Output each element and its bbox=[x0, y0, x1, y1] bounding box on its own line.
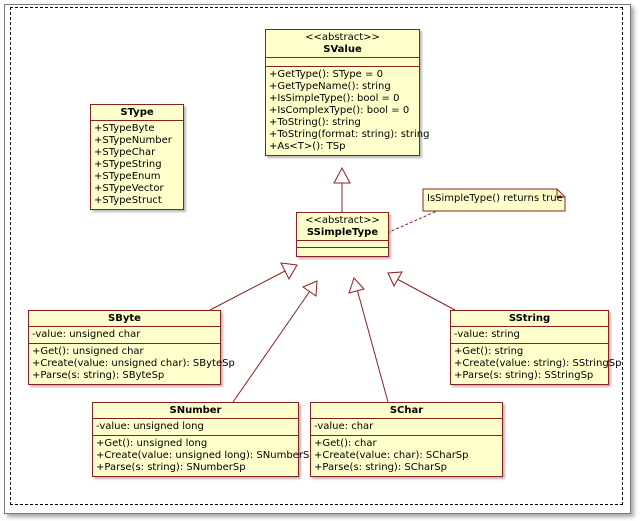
class-stype-name: SType bbox=[120, 107, 154, 118]
operation: +Create(value: char): SCharSp bbox=[314, 450, 469, 461]
class-ssimpletype[interactable]: <<abstract>> SSimpleType bbox=[296, 212, 389, 257]
class-schar-operations: +Get(): char +Create(value: char): SChar… bbox=[311, 435, 502, 476]
class-svalue-name: SValue bbox=[323, 44, 362, 55]
operation: +Parse(s: string): SStringSp bbox=[454, 370, 594, 381]
operation: +GetTypeName(): string bbox=[269, 81, 391, 92]
operation: +Get(): unsigned long bbox=[96, 438, 208, 449]
class-schar-attributes: -value: char bbox=[311, 418, 502, 435]
class-ssimpletype-operations bbox=[297, 247, 388, 256]
class-snumber-attributes: -value: unsigned long bbox=[93, 418, 298, 435]
class-ssimpletype-header: <<abstract>> SSimpleType bbox=[297, 213, 388, 240]
enum-literal: +STypeNumber bbox=[94, 135, 172, 146]
operation: +IsComplexType(): bool = 0 bbox=[269, 105, 410, 116]
class-sbyte-attributes: -value: unsigned char bbox=[29, 326, 220, 343]
class-snumber-header: SNumber bbox=[93, 403, 298, 418]
attribute: -value: char bbox=[314, 421, 374, 432]
generalization-sstring-ssimpletype bbox=[396, 278, 456, 311]
operation: +Get(): char bbox=[314, 438, 377, 449]
class-svalue[interactable]: <<abstract>> SValue +GetType(): SType = … bbox=[265, 29, 430, 156]
enum-literal: +STypeChar bbox=[94, 147, 156, 158]
class-sstring-name: SString bbox=[508, 313, 551, 324]
operation: +As<T>(): TSp bbox=[269, 141, 346, 152]
note-anchor-line bbox=[386, 210, 438, 234]
enum-literal: +STypeVector bbox=[94, 183, 164, 194]
class-svalue-operations: +GetType(): SType = 0 +GetTypeName(): st… bbox=[266, 66, 430, 155]
operation: +ToString(format: string): string bbox=[269, 129, 430, 140]
attribute: -value: unsigned long bbox=[96, 421, 204, 432]
class-sbyte-operations: +Get(): unsigned char +Create(value: uns… bbox=[29, 343, 235, 384]
class-svalue-stereotype: <<abstract>> bbox=[305, 32, 380, 43]
operation: +Parse(s: string): SCharSp bbox=[314, 462, 447, 473]
class-schar-name: SChar bbox=[389, 405, 424, 416]
class-snumber-name: SNumber bbox=[169, 405, 222, 416]
class-sstring-operations: +Get(): string +Create(value: string): S… bbox=[451, 343, 622, 384]
note-shape bbox=[422, 188, 566, 212]
class-ssimpletype-name: SSimpleType bbox=[306, 227, 379, 238]
operation: +ToString(): string bbox=[269, 117, 361, 128]
attribute: -value: unsigned char bbox=[32, 329, 141, 340]
arrowhead-sbyte bbox=[280, 262, 298, 281]
class-schar[interactable]: SChar -value: char +Get(): char +Create(… bbox=[310, 402, 503, 477]
arrowhead-schar bbox=[348, 277, 365, 294]
class-sstring-header: SString bbox=[451, 311, 608, 326]
class-stype[interactable]: SType +STypeByte +STypeNumber +STypeChar… bbox=[90, 104, 184, 210]
operation: +Create(value: unsigned long): SNumberSp bbox=[96, 450, 316, 461]
operation: +Get(): string bbox=[454, 346, 524, 357]
class-sbyte-name: SByte bbox=[108, 313, 141, 324]
class-sstring[interactable]: SString -value: string +Get(): string +C… bbox=[450, 310, 622, 385]
operation: +IsSimpleType(): bool = 0 bbox=[269, 93, 400, 104]
class-snumber-operations: +Get(): unsigned long +Create(value: uns… bbox=[93, 435, 316, 476]
generalization-schar-ssimpletype bbox=[356, 288, 389, 403]
enum-literal: +STypeByte bbox=[94, 123, 155, 134]
arrowhead-snumber bbox=[301, 280, 318, 297]
operation: +GetType(): SType = 0 bbox=[269, 69, 383, 80]
class-schar-header: SChar bbox=[311, 403, 502, 418]
generalization-snumber-ssimpletype bbox=[232, 290, 311, 403]
note-fold bbox=[556, 189, 565, 198]
diagram-canvas bbox=[10, 7, 623, 505]
operation: +Parse(s: string): SByteSp bbox=[32, 370, 165, 381]
enum-literal: +STypeEnum bbox=[94, 171, 161, 182]
class-sbyte[interactable]: SByte -value: unsigned char +Get(): unsi… bbox=[28, 310, 235, 385]
operation: +Parse(s: string): SNumberSp bbox=[96, 462, 246, 473]
operation: +Create(value: string): SStringSp bbox=[454, 358, 622, 369]
class-sbyte-header: SByte bbox=[29, 311, 220, 326]
class-snumber[interactable]: SNumber -value: unsigned long +Get(): un… bbox=[92, 402, 316, 477]
class-svalue-attributes bbox=[266, 57, 419, 66]
class-sstring-attributes: -value: string bbox=[451, 326, 608, 343]
class-stype-header: SType bbox=[91, 105, 183, 120]
class-svalue-header: <<abstract>> SValue bbox=[266, 30, 419, 57]
enum-literal: +STypeString bbox=[94, 159, 162, 170]
attribute: -value: string bbox=[454, 329, 520, 340]
class-ssimpletype-attributes bbox=[297, 240, 388, 247]
enum-literal: +STypeStruct bbox=[94, 195, 162, 206]
class-stype-literals: +STypeByte +STypeNumber +STypeChar +STyp… bbox=[91, 120, 183, 209]
generalization-sbyte-ssimpletype bbox=[209, 270, 286, 311]
operation: +Get(): unsigned char bbox=[32, 346, 144, 357]
class-ssimpletype-stereotype: <<abstract>> bbox=[305, 215, 380, 226]
arrowhead-sstring bbox=[387, 271, 403, 288]
arrowhead-svalue bbox=[333, 166, 351, 184]
operation: +Create(value: unsigned char): SByteSp bbox=[32, 358, 235, 369]
note-text: IsSimpleType() returns true bbox=[427, 193, 563, 204]
